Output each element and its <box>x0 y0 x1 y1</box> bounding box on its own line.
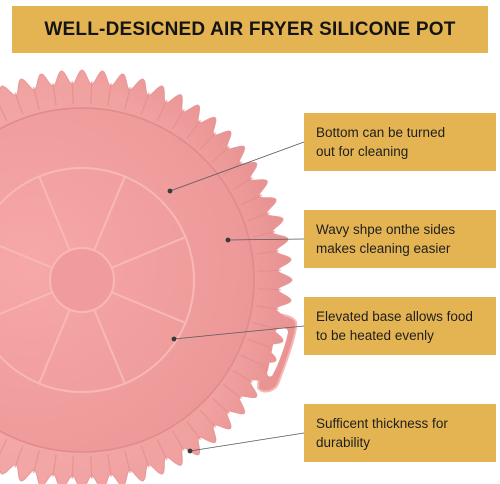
rim-ridge <box>199 132 217 151</box>
title-banner: WELL-DESICNED AIR FRYER SILICONE POT <box>12 6 488 53</box>
rim-ridge <box>156 438 168 461</box>
base-spoke <box>111 291 186 324</box>
callout-text-line2: durability <box>316 435 371 450</box>
rim-ridge <box>232 369 254 383</box>
rim-ridge <box>89 81 93 105</box>
callout-text-line2: makes cleaning easier <box>316 241 451 256</box>
base-ring <box>0 167 195 393</box>
base-spoke <box>93 176 126 251</box>
rim-ridge <box>257 287 281 291</box>
callout-text-line1: Elevated base allows food <box>316 309 473 324</box>
rim-ridge <box>14 445 24 468</box>
callout-text-line1: Sufficent thickness for <box>316 416 448 431</box>
leader-dot-3 <box>171 336 177 342</box>
rim-ridge <box>156 99 168 122</box>
rim-ridge <box>32 450 40 474</box>
pot-base <box>0 107 255 453</box>
callout-thickness: Sufficent thickness for durability <box>304 404 496 462</box>
rim-ridges <box>0 81 281 479</box>
rim-ridge <box>186 420 202 441</box>
rim-ridge <box>140 92 150 115</box>
callout-bottom-turnable: Bottom can be turned out for cleaning <box>304 113 496 171</box>
rim-ridge <box>32 86 40 110</box>
rim-ridge <box>171 108 185 130</box>
rim-ridge <box>71 81 75 105</box>
rim-ridge <box>52 453 57 477</box>
rim-ridge <box>240 354 263 366</box>
base-spoke <box>0 291 53 316</box>
leader-line-2 <box>227 238 305 241</box>
callout-text-line1: Bottom can be turned <box>316 125 446 140</box>
rim-ridge <box>124 86 132 110</box>
base-spoke <box>38 176 71 251</box>
leader-dot-4 <box>187 448 193 454</box>
rim-ridge <box>71 455 75 479</box>
callout-text-line2: to be heated evenly <box>316 328 434 343</box>
base-spoke <box>0 244 53 269</box>
rim-ridge <box>255 250 279 255</box>
callout-text-line2: out for cleaning <box>316 144 409 159</box>
rim-ridge <box>124 450 132 474</box>
base-spoke <box>111 236 186 269</box>
callout-leaders <box>169 141 305 452</box>
rim-ridge <box>52 83 57 107</box>
rim-ridge <box>107 83 112 107</box>
rim-ridge <box>171 430 185 452</box>
rim-ridge <box>140 445 150 468</box>
callout-elevated-base: Elevated base allows food to be heated e… <box>304 297 496 355</box>
callout-dots <box>167 188 231 454</box>
banner-title: WELL-DESICNED AIR FRYER SILICONE POT <box>44 18 456 40</box>
base-spoke <box>93 309 126 384</box>
rim-ridge <box>247 338 270 348</box>
rim-ridge <box>252 322 276 330</box>
rim-ridge <box>0 104 8 122</box>
leader-dot-2 <box>225 237 231 243</box>
rim-ridge <box>0 438 8 456</box>
rim-ridge <box>255 305 279 310</box>
rim-ridge <box>252 230 276 238</box>
rim-ridge <box>107 453 112 477</box>
leader-dot-1 <box>167 188 173 194</box>
callout-wavy-sides: Wavy shpe onthe sides makes cleaning eas… <box>304 210 496 268</box>
leader-line-4 <box>189 432 305 452</box>
leader-line-1 <box>169 141 305 192</box>
rim-ridge <box>211 145 230 163</box>
rim-ridge <box>211 397 230 415</box>
rim-ridge <box>199 409 217 428</box>
rim-ridge <box>14 92 24 115</box>
rim-ridge <box>257 269 281 273</box>
base-center-hub <box>49 247 115 313</box>
rim-ridge <box>247 212 270 222</box>
base-spoke <box>38 309 71 384</box>
leader-line-3 <box>173 325 305 340</box>
callout-text-line1: Wavy shpe onthe sides <box>316 222 456 237</box>
rim-ridge <box>89 455 93 479</box>
rim-ridge <box>240 194 263 206</box>
rim-ridge <box>222 384 243 400</box>
base-spokes <box>0 176 186 384</box>
rim-ridge <box>232 177 254 191</box>
rim-ridge <box>186 119 202 140</box>
